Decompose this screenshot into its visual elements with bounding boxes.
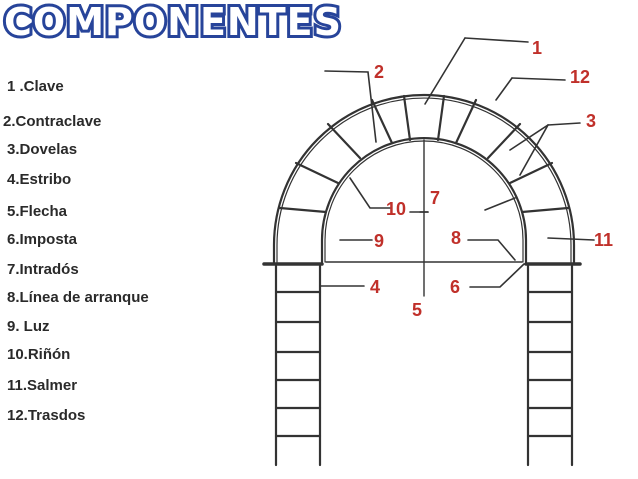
legend-item-estribo: 4.Estribo bbox=[7, 171, 72, 188]
legend-item-flecha: 5.Flecha bbox=[7, 203, 68, 220]
callout-4: 4 bbox=[370, 277, 381, 297]
legend-item-dovelas: 3.Dovelas bbox=[7, 141, 78, 158]
legend-item-imposta: 6.Imposta bbox=[7, 231, 78, 248]
legend-item-luz: 9. Luz bbox=[7, 318, 50, 335]
legend-item-clave: 1 .Clave bbox=[7, 78, 64, 95]
callout-5: 5 bbox=[412, 300, 423, 320]
legend-item-linea-arranque: 8.Línea de arranque bbox=[7, 289, 149, 306]
legend-item-intrados: 7.Intradós bbox=[7, 261, 79, 278]
callout-2: 2 bbox=[374, 62, 385, 82]
callout-3: 3 bbox=[586, 111, 597, 131]
legend-item-contraclave: 2.Contraclave bbox=[3, 113, 102, 130]
page-title: COMPONENTES bbox=[1, 0, 344, 47]
callout-1: 1 bbox=[532, 38, 543, 58]
legend-item-salmer: 11.Salmer bbox=[7, 377, 78, 394]
callout-11: 11 bbox=[594, 230, 614, 250]
callout-10: 10 bbox=[386, 199, 407, 219]
legend-item-trasdos: 12.Trasdos bbox=[7, 407, 86, 424]
callout-12: 12 bbox=[570, 67, 591, 87]
callout-7: 7 bbox=[430, 188, 441, 208]
callout-9: 9 bbox=[374, 231, 385, 251]
callout-8: 8 bbox=[451, 228, 462, 248]
legend-item-rinon: 10.Riñón bbox=[7, 346, 71, 363]
callout-6: 6 bbox=[450, 277, 461, 297]
